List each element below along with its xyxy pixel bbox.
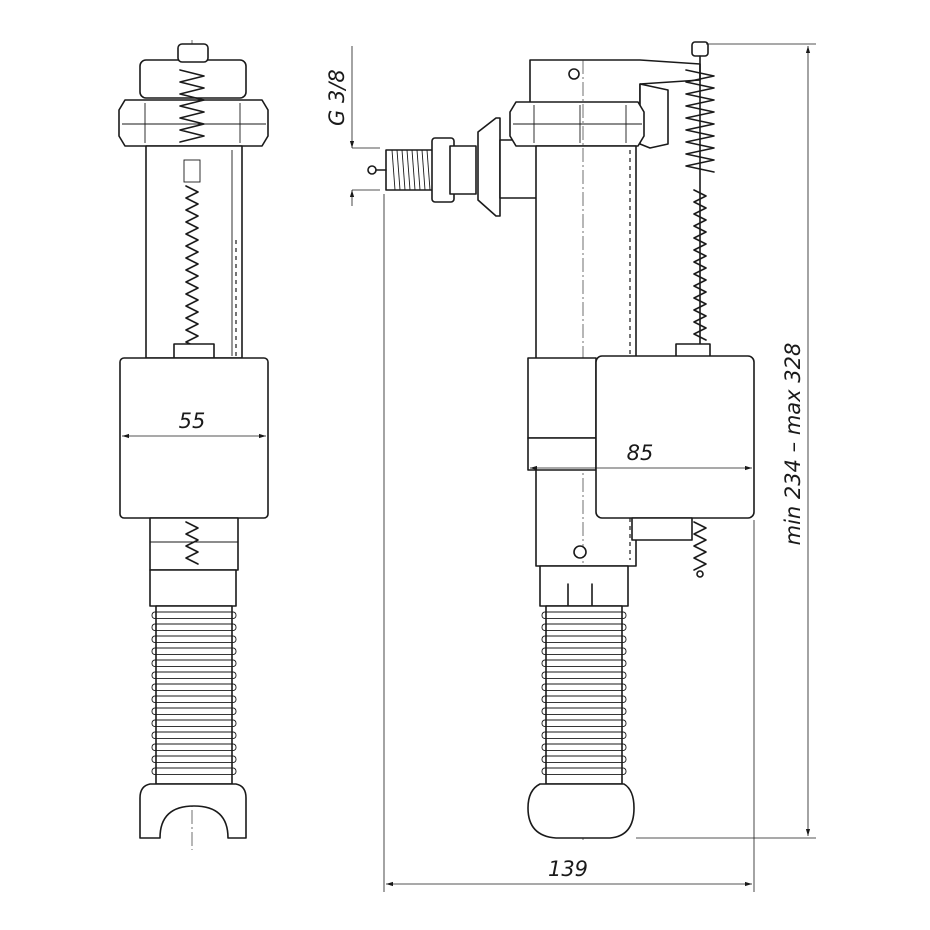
height-range-label: min 234 – max 328: [781, 343, 805, 546]
overall-width-dimension: [383, 194, 755, 892]
side-view: [367, 41, 755, 840]
overall-width-label: 139: [548, 857, 588, 881]
thread-dimension: [349, 46, 380, 206]
front-float-width-label: 55: [179, 409, 206, 433]
thread-label: G 3/8: [325, 69, 349, 126]
side-float-width-label: 85: [627, 441, 654, 465]
front-view: [118, 40, 269, 850]
height-dimension: [636, 43, 816, 839]
